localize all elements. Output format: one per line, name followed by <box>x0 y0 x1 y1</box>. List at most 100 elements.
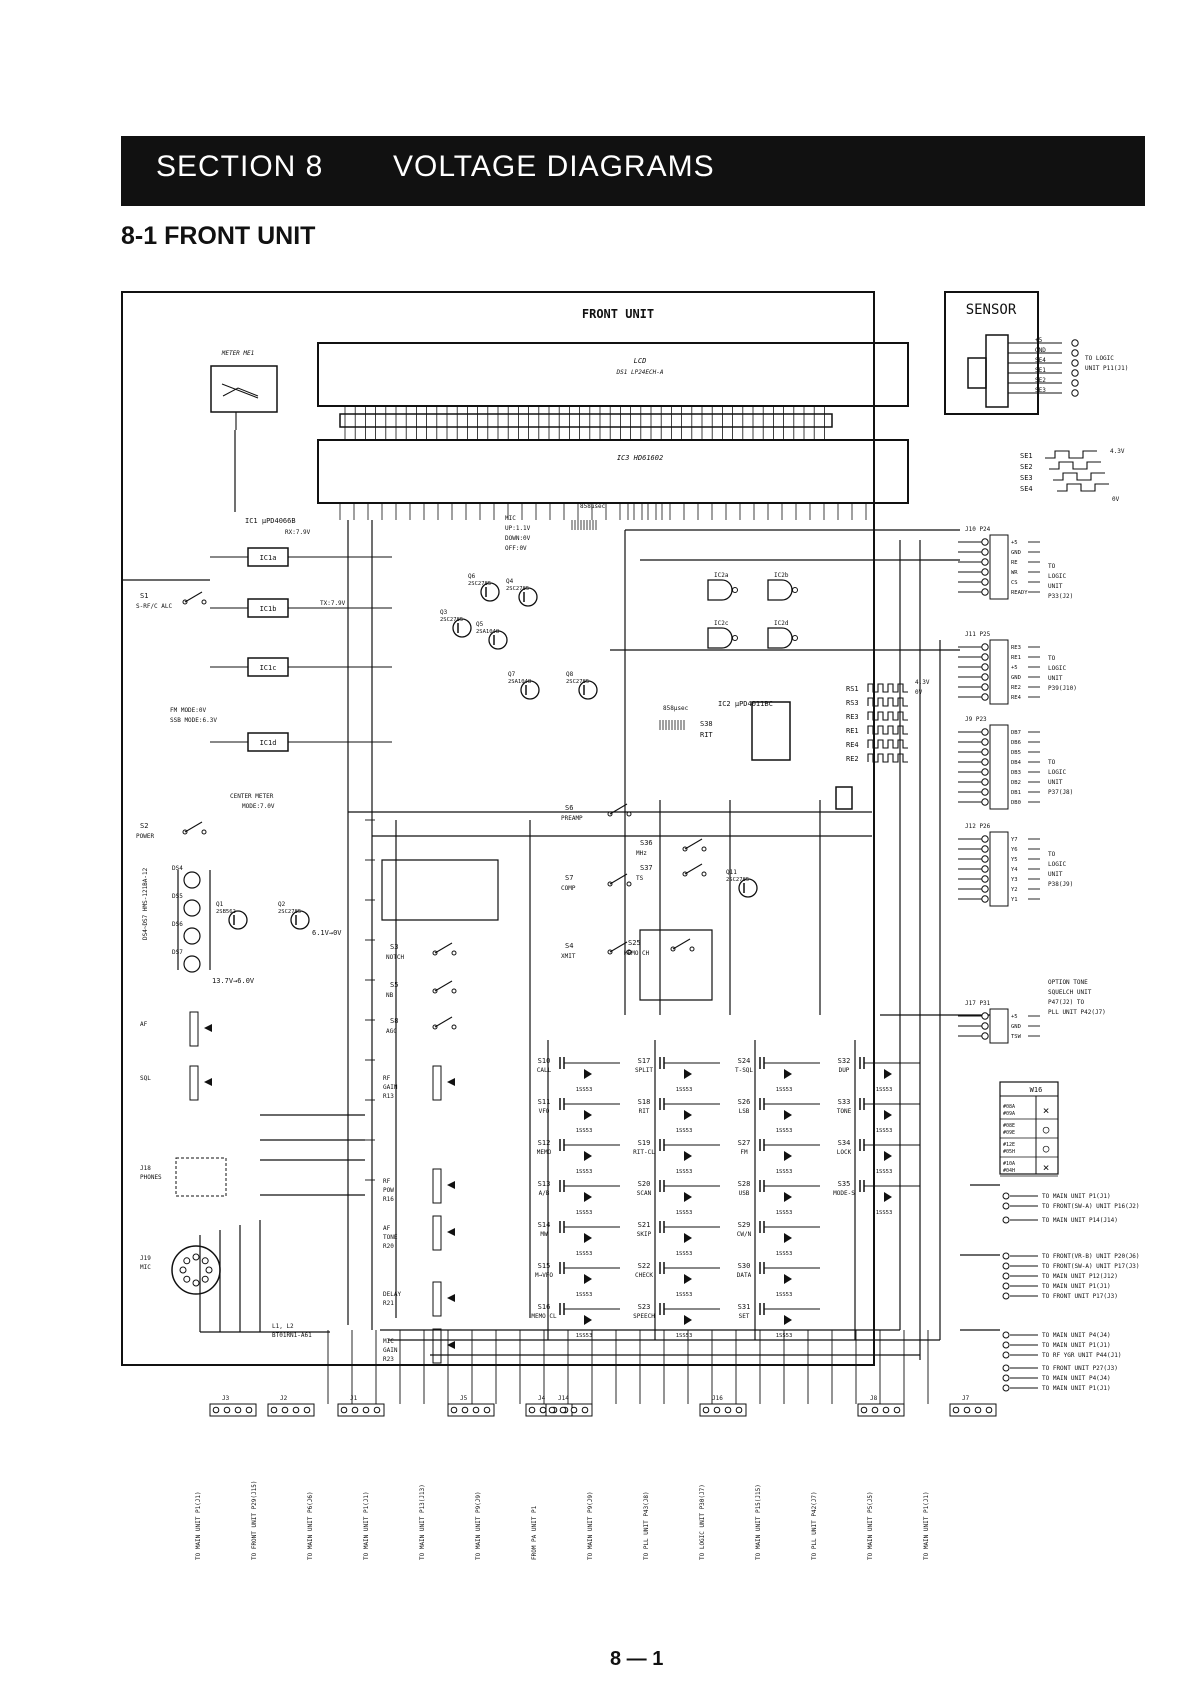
diode-symbol <box>584 1274 592 1284</box>
waveform-label: SE4 <box>1020 485 1033 493</box>
transistor-label: Q1 <box>216 901 224 908</box>
connector-pin <box>981 738 989 746</box>
key-switch-label: S34 <box>838 1139 851 1147</box>
transistor-label: 2SB562 <box>216 909 236 915</box>
connector-pin <box>1071 369 1079 377</box>
wave-level: 4.3V <box>1110 448 1125 455</box>
connector-pin-label: Y3 <box>1011 877 1018 883</box>
connector-pin <box>461 1406 469 1414</box>
bottom-connector-housing <box>337 1403 385 1417</box>
lamp-type-label: DS4~DS7 HMS-121BA-12 <box>142 867 149 940</box>
connector-pin-label: RE3 <box>1011 645 1021 651</box>
w16-mode: #09A <box>1003 1111 1015 1117</box>
rs-waveform <box>867 711 908 721</box>
transistor-symbol <box>518 587 538 607</box>
connector-pin <box>1002 1272 1010 1280</box>
switch-label: S36 <box>640 839 653 847</box>
connector-pin <box>981 875 989 883</box>
control-label: R23 <box>383 1356 394 1363</box>
w16-mode: #05H <box>1003 1149 1015 1155</box>
waveform-label: SE3 <box>1020 474 1033 482</box>
connector-name: J12 P26 <box>965 823 991 830</box>
rs-waveform <box>867 753 908 763</box>
connector-pin <box>981 788 989 796</box>
w16-mark: × <box>1043 1104 1050 1117</box>
control-label: DELAY <box>383 1291 401 1298</box>
ic2-block-label: IC2b <box>774 572 789 579</box>
rit-label: RIT <box>700 731 713 739</box>
diode-type-label: 1SS53 <box>776 1169 793 1175</box>
diode-symbol <box>684 1110 692 1120</box>
connector-pin <box>893 1406 901 1414</box>
control-label: R20 <box>383 1243 394 1250</box>
diode-type-label: 1SS53 <box>776 1087 793 1093</box>
key-switch-label: SKIP <box>637 1231 652 1238</box>
lcd-display <box>317 342 909 407</box>
transistor-label: Q8 <box>566 671 574 678</box>
transistor-label: 2SA1048 <box>508 679 531 685</box>
waveform-label: SE2 <box>1020 463 1033 471</box>
connector-pin <box>1002 1374 1010 1382</box>
connector-dest: P33(J2) <box>1048 593 1073 600</box>
diode-symbol <box>584 1315 592 1325</box>
rit-encoder <box>751 701 791 761</box>
bus-destination: TO MAIN UNIT P1(J1) <box>1042 1193 1111 1200</box>
switch-label: S6 <box>565 804 573 812</box>
key-switch-label: M→VFO <box>535 1272 553 1279</box>
connector-housing <box>989 534 1009 600</box>
connector-pin-label: DB3 <box>1011 770 1021 776</box>
diode-symbol <box>584 1233 592 1243</box>
key-switch-label: T-SQL <box>735 1067 753 1074</box>
sensor-knob <box>967 357 987 389</box>
key-switch-label: MODE-S <box>833 1190 855 1197</box>
switch-contact <box>689 946 695 952</box>
potentiometer <box>432 1168 442 1204</box>
pulse-label: 858μsec <box>580 503 606 510</box>
connector-pin <box>981 855 989 863</box>
connector-pin-label: Y2 <box>1011 887 1018 893</box>
connector-pin <box>882 1406 890 1414</box>
bus-destination: TO FRONT(VR-B) UNIT P20(J6) <box>1042 1253 1140 1260</box>
switch-lever <box>609 941 628 953</box>
connector-pin <box>981 885 989 893</box>
section-title: VOLTAGE DIAGRAMS <box>393 150 715 183</box>
connector-pin <box>1002 1262 1010 1270</box>
key-switch-label: S33 <box>838 1098 851 1106</box>
voltage-note: FM MODE:0V <box>170 707 207 714</box>
mic-pin <box>192 1279 200 1287</box>
key-switch-label: MEMO CL <box>531 1313 557 1320</box>
connector-dest: P39(J10) <box>1048 685 1077 692</box>
rs-waveform-label: RE4 <box>846 741 859 749</box>
bottom-connector-label: J5 <box>460 1395 468 1402</box>
meter-scale <box>222 387 259 397</box>
connector-pin <box>981 1022 989 1030</box>
key-switch-label: LOCK <box>837 1149 852 1156</box>
sensor-pin-label: SE3 <box>1035 387 1046 394</box>
pulse-label: 858μsec <box>663 705 689 712</box>
transistor-label: Q2 <box>278 901 286 908</box>
ic2-block-label: IC2a <box>714 572 729 579</box>
se-waveform <box>1045 450 1097 459</box>
transistor-symbol <box>228 910 248 930</box>
connector-pin <box>713 1406 721 1414</box>
connector-pin <box>981 895 989 903</box>
section-banner: SECTION 8 VOLTAGE DIAGRAMS <box>121 136 1145 206</box>
mic-pin <box>183 1257 191 1265</box>
diode-type-label: 1SS53 <box>876 1169 893 1175</box>
transistor-symbol <box>488 630 508 650</box>
connector-pin <box>281 1406 289 1414</box>
bus-destination: TO RF YGR UNIT P44(J1) <box>1042 1352 1121 1359</box>
connector-pin-label: GND <box>1011 550 1021 556</box>
key-switch-label: S20 <box>638 1180 651 1188</box>
potentiometer <box>189 1065 199 1101</box>
waveform-label: SE1 <box>1020 452 1033 460</box>
diode-type-label: 1SS53 <box>876 1210 893 1216</box>
connector-pin <box>528 1406 536 1414</box>
control-label: POW <box>383 1187 394 1194</box>
bus-destination: TO FRONT(SW-A) UNIT P16(J2) <box>1042 1203 1140 1210</box>
sensor-pin-label: SE4 <box>1035 357 1046 364</box>
pilot-lamp <box>183 871 201 889</box>
switch-label: S7 <box>565 874 573 882</box>
potentiometer <box>432 1328 442 1364</box>
connector-dest: TO <box>1048 759 1056 766</box>
